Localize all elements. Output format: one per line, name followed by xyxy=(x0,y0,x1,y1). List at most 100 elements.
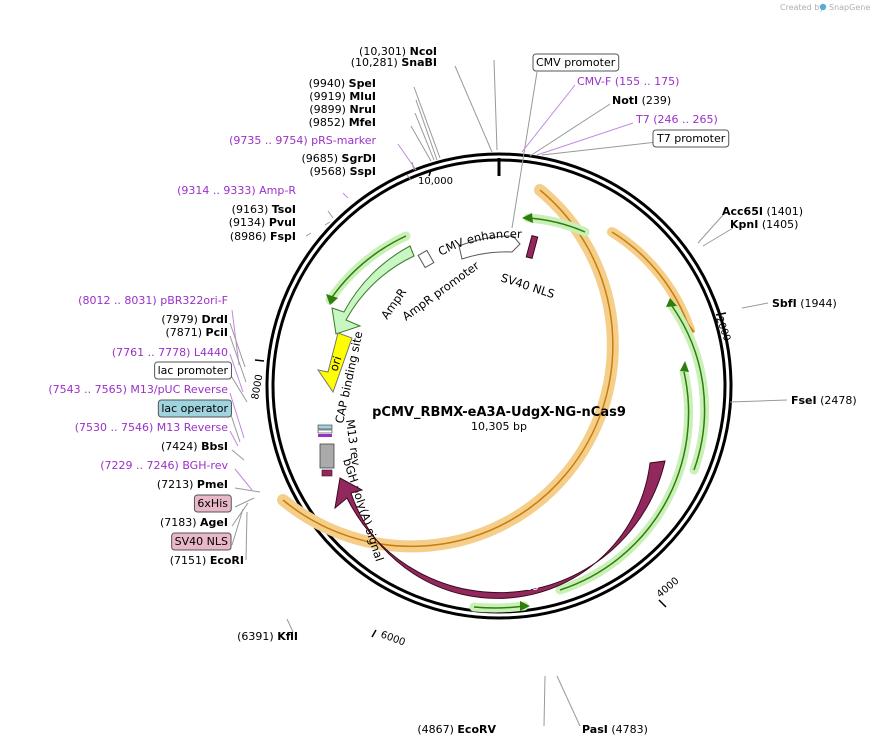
site-mfei: (9852) MfeI xyxy=(309,116,376,129)
site-position: (7213) xyxy=(157,478,194,491)
site-name: MluI xyxy=(349,90,376,103)
site-acc65i: Acc65I (1401) xyxy=(722,205,803,218)
site-position: (239) xyxy=(642,94,672,107)
sv40-nls-label: SV40 NLS xyxy=(499,271,556,302)
site-cmv-promoter: CMV promoter xyxy=(532,53,620,72)
enzyme-label: (10,301) NcoI xyxy=(359,45,437,58)
feature-box-label: SV40 NLS xyxy=(175,535,228,548)
feature-box xyxy=(532,53,620,72)
site-name: NotI xyxy=(612,94,638,107)
site-name: M13 Reverse xyxy=(157,421,228,434)
site-name: SpeI xyxy=(349,77,376,90)
leader-line xyxy=(697,214,724,244)
leader-line xyxy=(229,373,248,403)
site-name: L4440 xyxy=(194,346,228,359)
enzyme-label: (7213) PmeI xyxy=(157,478,228,491)
site-position: (246 .. 265) xyxy=(653,113,718,126)
ampr-promoter-label: AmpR promoter xyxy=(400,258,482,323)
site-position: (1944) xyxy=(800,297,837,310)
enzyme-label: (7979) DrdI xyxy=(161,313,228,326)
leader-line xyxy=(327,210,334,219)
leader-line xyxy=(415,99,438,161)
site-name: MfeI xyxy=(349,116,376,129)
enzyme-label: NotI (239) xyxy=(612,94,671,107)
leader-line xyxy=(234,497,255,508)
site-name: PmeI xyxy=(197,478,228,491)
site-position: (9919) xyxy=(309,90,346,103)
leader-line xyxy=(229,335,247,383)
site-prs-marker: (9735 .. 9754) pRS-marker xyxy=(229,134,376,147)
leader-line xyxy=(702,227,734,247)
enzyme-label: (9940) SpeI xyxy=(309,77,376,90)
site-position: (9163) xyxy=(232,203,269,216)
tick-label: 8000 xyxy=(250,374,265,401)
leader-lines xyxy=(229,59,788,727)
site-sbfi: SbfI (1944) xyxy=(772,297,837,310)
leader-line xyxy=(729,399,788,403)
leader-line xyxy=(406,174,412,181)
leader-line xyxy=(234,487,261,493)
leader-line xyxy=(511,71,538,229)
site-noti: NotI (239) xyxy=(612,94,671,107)
primer-label: (7761 .. 7778) L4440 xyxy=(112,346,228,359)
feature-box-label: lac promoter xyxy=(158,364,229,377)
site-position: (9134) xyxy=(229,216,266,229)
lac-elements xyxy=(317,424,335,477)
enzyme-label: FseI (2478) xyxy=(791,394,857,407)
site-position: (9685) xyxy=(301,152,338,165)
site-pvui: (9134) PvuI xyxy=(229,216,296,229)
site-lac-promoter: lac promoter xyxy=(154,361,232,380)
feature-box-label: lac operator xyxy=(161,402,228,415)
site-t7: T7 (246 .. 265) xyxy=(635,113,718,126)
site-name: AgeI xyxy=(200,516,228,529)
enzyme-label: (7871) PciI xyxy=(165,326,228,339)
enzyme-label: (6391) KflI xyxy=(237,630,298,643)
feature-box-label: 6xHis xyxy=(197,497,228,510)
enzyme-label: (9134) PvuI xyxy=(229,216,296,229)
site-position: (1401) xyxy=(766,205,803,218)
primer-label: CMV-F (155 .. 175) xyxy=(577,75,679,88)
site-position: (10,301) xyxy=(359,45,406,58)
site-nrui: (9899) NruI xyxy=(309,103,376,116)
tick-label: 6000 xyxy=(379,629,407,648)
site-pcii: (7871) PciI xyxy=(165,326,228,339)
site-position: (7151) xyxy=(170,554,207,567)
ori-feature: ori xyxy=(316,332,353,394)
site-position: (155 .. 175) xyxy=(615,75,680,88)
leader-line xyxy=(231,502,249,527)
leader-line xyxy=(231,309,240,366)
snapgene-logo-icon xyxy=(819,3,827,11)
site-amp-r: (9314 .. 9333) Amp-R xyxy=(177,184,296,197)
site-m13-reverse: (7530 .. 7546) M13 Reverse xyxy=(75,421,228,434)
site-tsoi: (9163) TsoI xyxy=(232,203,296,216)
tick-label: 10,000 xyxy=(418,176,453,187)
site-bgh-rev: (7229 .. 7246) BGH-rev xyxy=(100,459,228,472)
leader-line xyxy=(414,112,435,161)
enzyme-label: SbfI (1944) xyxy=(772,297,837,310)
enzyme-label: (9919) MluI xyxy=(309,90,376,103)
primer-label: (8012 .. 8031) pBR322ori-F xyxy=(78,294,228,307)
feature-box xyxy=(171,532,232,551)
feature-box xyxy=(652,129,730,148)
feature-box xyxy=(154,361,232,380)
leader-line xyxy=(324,221,331,226)
site-bbsi: (7424) BbsI xyxy=(161,440,228,453)
leader-line xyxy=(529,103,611,157)
leader-line xyxy=(234,468,253,491)
site-position: (4867) xyxy=(417,723,454,736)
enzyme-label: (9899) NruI xyxy=(309,103,376,116)
site-position: (7761 .. 7778) xyxy=(112,346,191,359)
site-position: (9940) xyxy=(309,77,346,90)
primer-label: (7229 .. 7246) BGH-rev xyxy=(100,459,228,472)
primer-label: (9314 .. 9333) Amp-R xyxy=(177,184,296,197)
leader-line xyxy=(543,675,546,727)
site-sgrdi: (9685) SgrDI xyxy=(301,152,376,165)
green-orfs xyxy=(325,213,710,613)
site-name: pRS-marker xyxy=(311,134,376,147)
leader-line xyxy=(536,122,634,156)
watermark-prefix: Created by xyxy=(780,3,824,12)
tick-label: 2000 xyxy=(713,315,732,343)
feature-box-label: T7 promoter xyxy=(656,132,726,145)
site-position: (9735 .. 9754) xyxy=(229,134,308,147)
